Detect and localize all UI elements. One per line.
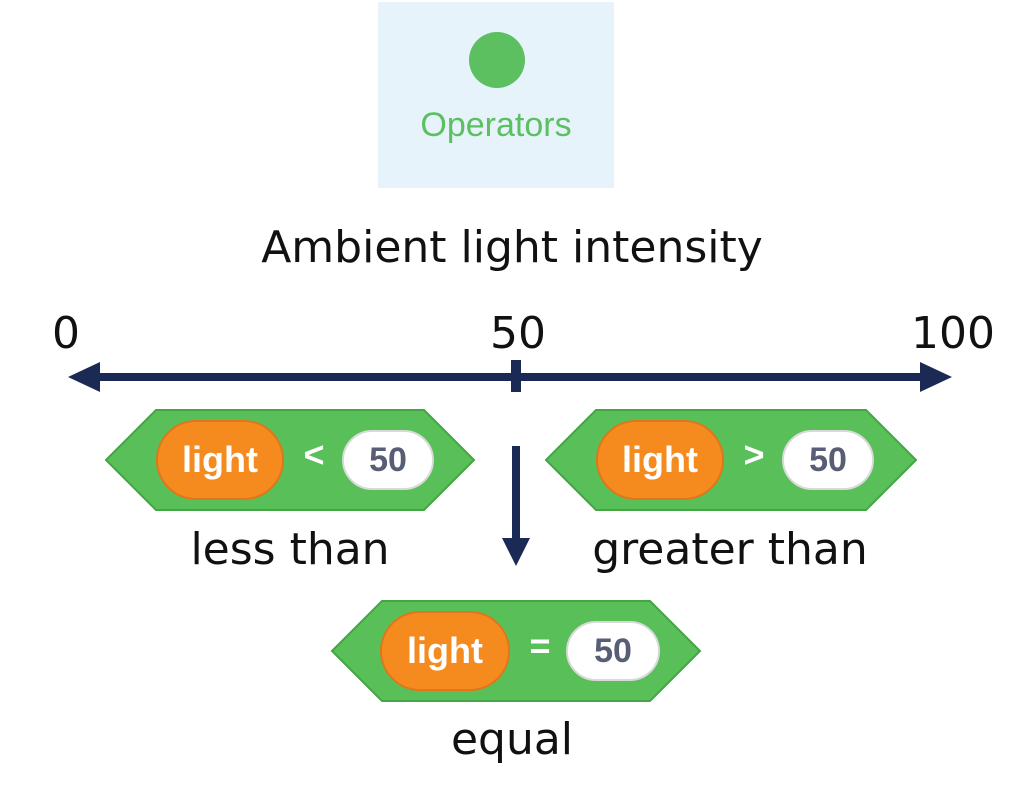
equal-block[interactable]: light = 50: [330, 599, 702, 703]
greater-than-caption: greater than: [592, 524, 868, 575]
greater-than-operator: >: [743, 434, 765, 475]
less-than-block[interactable]: light < 50: [104, 408, 476, 512]
greater-than-block[interactable]: light > 50: [544, 408, 918, 512]
operators-category-dot-icon: [469, 32, 525, 88]
less-than-caption: less than: [190, 524, 390, 575]
down-arrow-icon: [502, 538, 530, 566]
right-arrowhead-icon: [920, 362, 952, 392]
tick-label-min: 0: [52, 308, 80, 359]
equal-value-input[interactable]: 50: [566, 621, 660, 681]
equal-caption: equal: [450, 714, 574, 765]
greater-than-value-input[interactable]: 50: [782, 430, 874, 490]
light-reporter[interactable]: light: [156, 420, 284, 500]
tick-label-max: 100: [911, 308, 995, 359]
equal-operator: =: [529, 625, 551, 666]
less-than-value-input[interactable]: 50: [342, 430, 434, 490]
tick-label-mid: 50: [490, 308, 546, 359]
light-reporter[interactable]: light: [380, 611, 510, 691]
number-line-title: Ambient light intensity: [261, 222, 763, 273]
light-reporter[interactable]: light: [596, 420, 724, 500]
left-arrowhead-icon: [68, 362, 100, 392]
operators-category-label: Operators: [420, 106, 572, 144]
less-than-operator: <: [303, 434, 325, 475]
